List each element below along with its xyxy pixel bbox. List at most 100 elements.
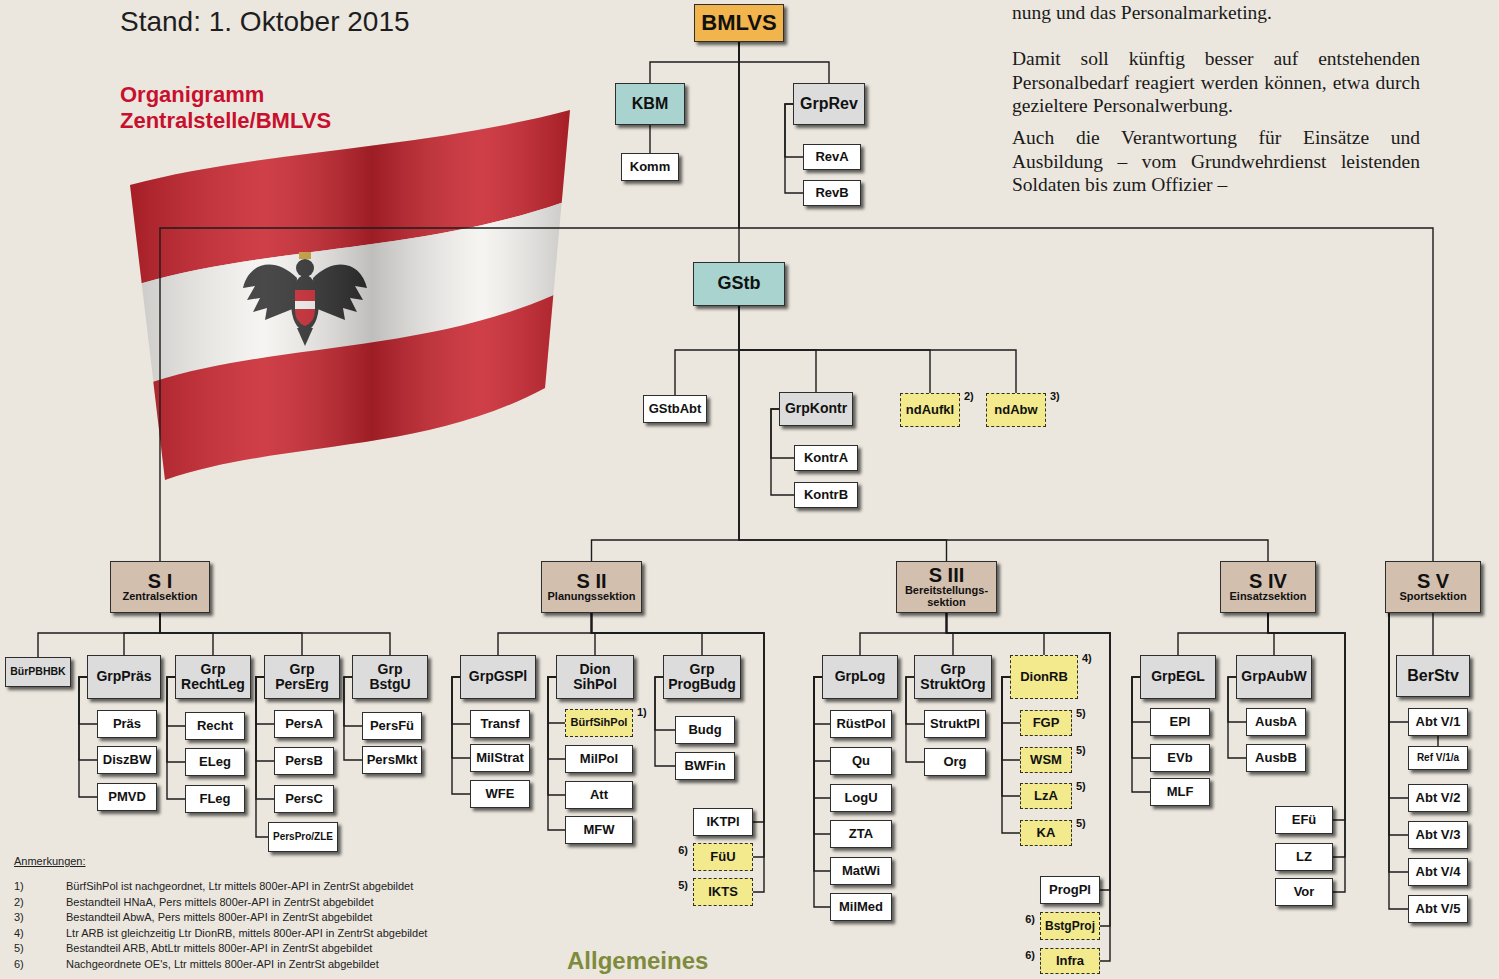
section-subtitle: Zentralsektion	[122, 591, 197, 603]
subordinate-box: Infra	[1040, 948, 1100, 974]
note-text: BürfSihPol ist nachgeordnet, Ltr mittels…	[66, 880, 413, 892]
unit-box: LogU	[830, 784, 892, 812]
footnote-marker: 5)	[1076, 744, 1086, 756]
unit-name: IKTS	[708, 885, 738, 899]
unit-name: Abt V/3	[1416, 828, 1461, 842]
note-text: Bestandteil HNaA, Pers mittels 800er-API…	[66, 896, 374, 908]
unit-box: PersMkt	[362, 746, 422, 774]
unit-box: PersFü	[362, 712, 422, 740]
note-number: 4)	[14, 927, 24, 939]
unit-name: Abt V/2	[1416, 791, 1461, 805]
connector-line	[650, 42, 739, 83]
unit-name: Vor	[1294, 885, 1315, 899]
unit-name: RevB	[815, 186, 848, 200]
unit-name: KontrA	[804, 451, 848, 465]
subordinate-box: LzA	[1020, 783, 1072, 809]
unit-name: PersMkt	[367, 753, 418, 767]
note-number: 2)	[14, 896, 24, 908]
subordinate-box: IKTS	[693, 878, 753, 906]
unit-box: Att	[565, 781, 633, 809]
unit-box: Komm	[621, 153, 679, 181]
unit-box: ZTA	[830, 820, 892, 848]
unit-name: Infra	[1056, 954, 1084, 968]
connector-line	[1389, 613, 1408, 798]
unit-name: Präs	[113, 717, 141, 731]
group-box: GrpLog	[822, 655, 898, 699]
connector-line	[1389, 613, 1408, 835]
unit-box: MilMed	[830, 893, 892, 921]
unit-name: FGP	[1033, 716, 1060, 730]
unit-name: Att	[590, 788, 608, 802]
unit-name: S III	[929, 565, 965, 585]
unit-box: PersPro/ZLE	[268, 822, 338, 852]
unit-name: Qu	[852, 754, 870, 768]
connector-line	[160, 613, 302, 655]
group-box: Grp ProgBudg	[663, 655, 741, 699]
unit-box: LZ	[1275, 843, 1333, 871]
footnote-marker: 5)	[1076, 780, 1086, 792]
connector-line	[160, 613, 390, 655]
connector-line	[124, 613, 160, 655]
unit-name: GrpKontr	[785, 401, 847, 416]
unit-name: RevA	[815, 150, 848, 164]
section-subtitle: Sportsektion	[1399, 591, 1466, 603]
unit-name: BstgProj	[1045, 920, 1095, 933]
subordinate-box: ndAbw	[986, 393, 1046, 427]
subordinate-box: FüU	[693, 843, 753, 871]
unit-name: LZ	[1296, 850, 1312, 864]
connector-line	[814, 677, 830, 871]
unit-box: Qu	[830, 747, 892, 775]
subordinate-box: ndAufkl	[900, 393, 960, 427]
unit-name: Grp StruktOrg	[918, 662, 988, 692]
notes-heading: Anmerkungen:	[14, 855, 86, 867]
connector-line	[860, 613, 947, 655]
unit-name: S I	[148, 571, 172, 591]
connector-line	[548, 677, 565, 830]
unit-name: LzA	[1034, 789, 1058, 803]
unit-box: RüstPol	[830, 710, 892, 738]
section-subtitle: Einsatzsektion	[1229, 591, 1306, 603]
unit-box: Ref V/1/a	[1408, 746, 1468, 770]
connector-line	[947, 613, 1045, 655]
note-text: Nachgeordnete OE's, Ltr mittels 800er-AP…	[66, 958, 379, 970]
unit-name: GStbAbt	[649, 402, 702, 416]
unit-box: IKTPl	[693, 808, 753, 836]
ministry-box: BMLVS	[694, 4, 784, 42]
unit-box: DiszBW	[97, 746, 157, 774]
unit-name: LogU	[844, 791, 877, 805]
unit-box: MFW	[565, 816, 633, 844]
unit-box: Abt V/4	[1408, 858, 1468, 886]
unit-name: Recht	[197, 719, 233, 733]
group-box: Grp RechtLeg	[175, 655, 251, 699]
unit-name: Grp ProgBudg	[667, 662, 737, 692]
staff-box: KBM	[615, 83, 685, 125]
unit-name: PersB	[285, 754, 323, 768]
footnote-marker: 6)	[678, 844, 688, 856]
unit-box: Recht	[185, 712, 245, 740]
connector-line	[592, 613, 703, 655]
unit-name: ZTA	[849, 827, 873, 841]
unit-name: PersA	[285, 717, 323, 731]
note-text: Bestandteil AbwA, Pers mittels 800er-API…	[66, 911, 372, 923]
unit-name: Org	[943, 755, 966, 769]
unit-name: KBM	[632, 95, 668, 112]
unit-box: AusbA	[1246, 708, 1306, 736]
subordinate-box: WSM	[1020, 747, 1072, 773]
unit-box: Abt V/3	[1408, 821, 1468, 849]
group-box: GrpAubW	[1236, 655, 1312, 699]
unit-name: EFü	[1292, 813, 1317, 827]
unit-name: IKTPl	[706, 815, 739, 829]
unit-box: PersA	[274, 710, 334, 738]
footnote-marker: 4)	[1082, 652, 1092, 664]
unit-name: GrpPräs	[96, 669, 151, 684]
note-number: 3)	[14, 911, 24, 923]
unit-name: Ref V/1/a	[1417, 753, 1459, 764]
unit-name: Transf	[480, 717, 519, 731]
unit-name: EPl	[1170, 715, 1191, 729]
unit-box: Abt V/1	[1408, 708, 1468, 736]
unit-name: Grp BstgU	[356, 662, 424, 692]
unit-box: Vor	[1275, 878, 1333, 906]
unit-name: FLeg	[199, 792, 230, 806]
unit-name: MatWi	[842, 864, 880, 878]
unit-name: BMLVS	[701, 11, 776, 35]
